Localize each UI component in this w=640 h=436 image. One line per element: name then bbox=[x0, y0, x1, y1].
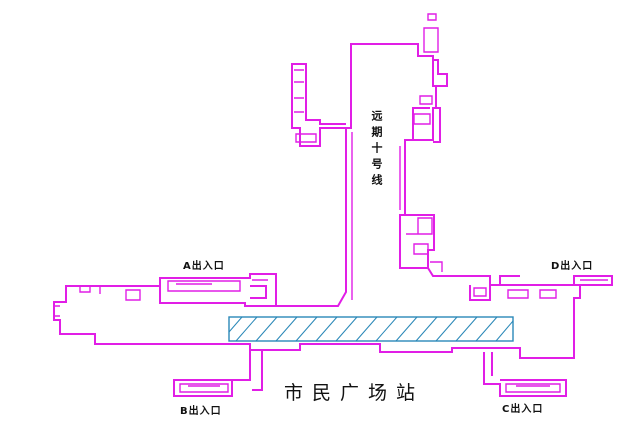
entrance-c-detail bbox=[505, 383, 561, 393]
platform-hatch bbox=[395, 316, 418, 342]
entrance-c-label: C出入口 bbox=[502, 404, 544, 415]
upper-right-wing bbox=[412, 59, 448, 143]
platform-hatch bbox=[495, 320, 514, 342]
platform-hatched-area bbox=[228, 316, 514, 342]
entrance-a-detail bbox=[167, 279, 268, 292]
station-name: 市民广场站 bbox=[284, 382, 425, 404]
platform-outline bbox=[228, 316, 514, 342]
entrance-d-detail bbox=[473, 279, 608, 299]
upper-right-wing-detail bbox=[413, 13, 439, 125]
entrance-d-passage bbox=[469, 275, 613, 301]
right-mid-wing-detail bbox=[406, 217, 443, 272]
entrance-b-passage bbox=[173, 350, 263, 397]
platform-hatch bbox=[455, 316, 478, 342]
future-line-label: 远期十号线 bbox=[370, 110, 383, 190]
entrance-a-passage bbox=[159, 273, 277, 306]
platform-hatch bbox=[295, 316, 318, 342]
entrance-b-label: B出入口 bbox=[180, 406, 222, 417]
platform-hatch bbox=[415, 316, 438, 342]
platform-hatch bbox=[315, 316, 338, 342]
upper-left-wing bbox=[291, 63, 346, 147]
left-end-rooms bbox=[54, 286, 141, 317]
platform-hatch bbox=[235, 316, 258, 342]
platform-hatch bbox=[275, 316, 298, 342]
entrance-c-passage bbox=[483, 352, 567, 397]
upper-left-wing-detail bbox=[294, 69, 317, 143]
entrance-a-label: A出入口 bbox=[183, 261, 225, 272]
platform-hatch bbox=[255, 316, 278, 342]
platform-hatch bbox=[355, 316, 378, 342]
platform-hatch bbox=[335, 316, 358, 342]
entrance-b-detail bbox=[179, 383, 229, 393]
platform-hatch bbox=[475, 316, 498, 342]
right-mid-wing bbox=[405, 214, 435, 268]
entrance-d-label: D出入口 bbox=[551, 261, 594, 272]
platform-hatch bbox=[228, 316, 243, 333]
platform-hatch bbox=[435, 316, 458, 342]
main-hall-outline bbox=[53, 43, 581, 359]
corridor-inner-rail bbox=[351, 132, 401, 300]
platform-hatch bbox=[375, 316, 398, 342]
